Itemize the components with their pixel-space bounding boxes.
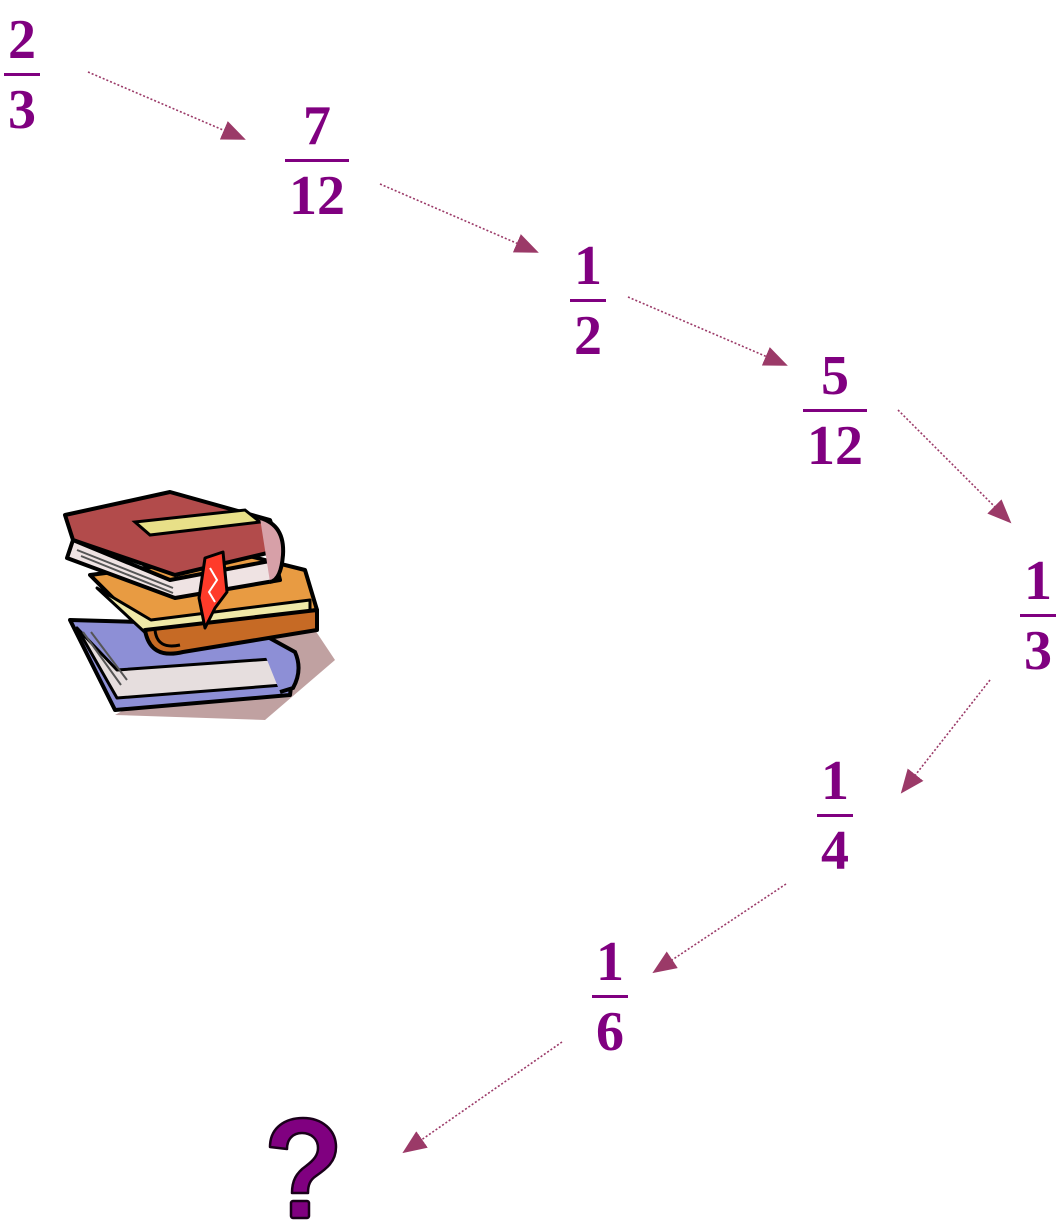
- fraction-term-7: 1 6: [592, 934, 628, 1060]
- fraction-term-6: 1 4: [817, 753, 853, 879]
- arrow-7: [402, 1041, 563, 1154]
- numerator: 7: [303, 95, 331, 157]
- denominator: 6: [596, 1001, 624, 1063]
- denominator: 4: [821, 820, 849, 882]
- denominator: 3: [1024, 620, 1052, 682]
- arrow-1: [87, 71, 246, 140]
- fraction-bar: [4, 73, 40, 76]
- fraction-term-4: 5 12: [803, 348, 867, 474]
- fraction-bar: [285, 159, 349, 162]
- question-mark-icon: [268, 1116, 338, 1220]
- arrow-3: [627, 296, 788, 366]
- numerator: 1: [1024, 550, 1052, 612]
- arrow-2: [379, 183, 539, 253]
- fraction-bar: [803, 409, 867, 412]
- denominator: 12: [289, 165, 345, 227]
- numerator: 1: [596, 931, 624, 993]
- denominator: 2: [574, 305, 602, 367]
- denominator: 12: [807, 415, 863, 477]
- fraction-bar: [592, 995, 628, 998]
- fraction-bar: [570, 299, 606, 302]
- arrow-5: [900, 679, 991, 794]
- arrow-6: [652, 883, 787, 974]
- numerator: 2: [8, 9, 36, 71]
- fraction-term-5: 1 3: [1020, 553, 1056, 679]
- numerator: 5: [821, 345, 849, 407]
- arrow-4: [897, 409, 1012, 524]
- numerator: 1: [574, 235, 602, 297]
- fraction-bar: [817, 814, 853, 817]
- fraction-term-1: 2 3: [4, 12, 40, 138]
- fraction-term-2: 7 12: [285, 98, 349, 224]
- numerator: 1: [821, 750, 849, 812]
- fraction-term-3: 1 2: [570, 238, 606, 364]
- denominator: 3: [8, 79, 36, 141]
- fraction-bar: [1020, 614, 1056, 617]
- books-stack-icon: [63, 490, 335, 720]
